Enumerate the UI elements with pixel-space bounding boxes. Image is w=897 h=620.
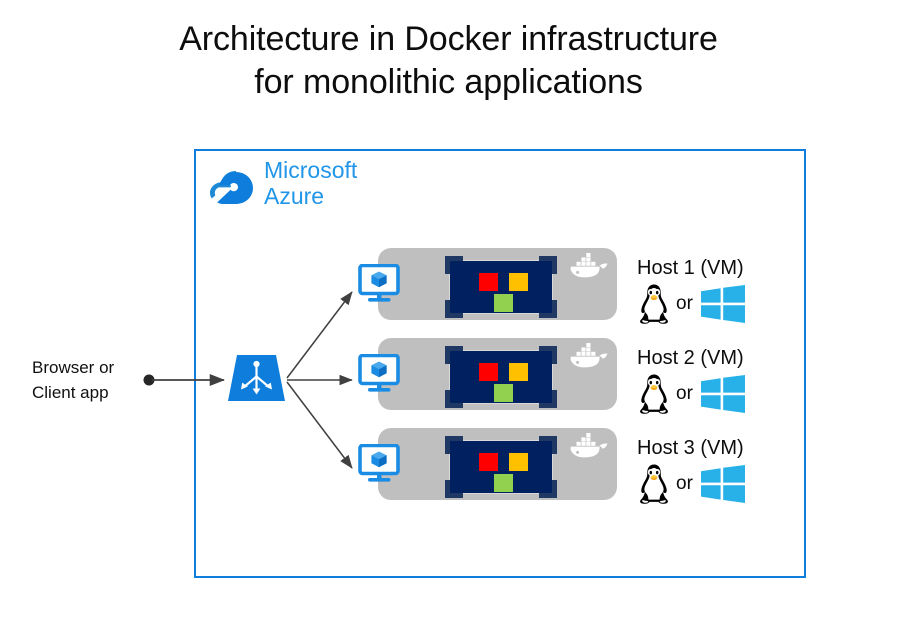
app-square-green: [494, 474, 513, 492]
linux-penguin-icon: [640, 464, 668, 504]
windows-logo-icon: [700, 465, 745, 503]
host-os-line-2: or: [637, 372, 797, 416]
azure-cloud-icon: [210, 171, 253, 204]
bracket-top-left: [445, 346, 463, 364]
docker-whale-icon: [570, 433, 608, 458]
bracket-bottom-right: [539, 300, 557, 318]
host-os-line-1: or: [637, 282, 797, 326]
app-square-red: [479, 453, 498, 471]
app-container-box-1: [445, 256, 557, 318]
azure-brand-line-1: Microsoft: [264, 157, 358, 183]
linux-penguin-icon: [640, 374, 668, 414]
app-square-red: [479, 273, 498, 291]
bracket-top-left: [445, 256, 463, 274]
or-label-3: or: [676, 473, 693, 494]
host-name-2: Host 2 (VM): [637, 347, 744, 369]
app-square-amber: [509, 363, 528, 381]
host-info-1: Host 1 (VM) or: [637, 256, 797, 326]
host-name-3: Host 3 (VM): [637, 437, 744, 459]
azure-brand-text: Microsoft Azure: [264, 157, 357, 209]
app-container-box-2: [445, 346, 557, 408]
bracket-bottom-right: [539, 390, 557, 408]
app-container-inner-1: [449, 260, 553, 314]
bracket-bottom-left: [445, 300, 463, 318]
app-square-amber: [509, 273, 528, 291]
vm-monitor-cube-icon[interactable]: [358, 354, 400, 394]
vm-monitor-cube-icon[interactable]: [358, 444, 400, 484]
bracket-bottom-left: [445, 390, 463, 408]
app-square-green: [494, 294, 513, 312]
host-info-2: Host 2 (VM) or: [637, 346, 797, 416]
or-label-1: or: [676, 293, 693, 314]
bracket-top-right: [539, 436, 557, 454]
docker-whale-icon: [570, 253, 608, 278]
host-name-1: Host 1 (VM): [637, 257, 744, 279]
linux-penguin-icon: [640, 284, 668, 324]
host-info-3: Host 3 (VM) or: [637, 436, 797, 506]
client-label: Browser or Client app: [32, 355, 172, 405]
app-square-red: [479, 363, 498, 381]
windows-logo-icon: [700, 375, 745, 413]
bracket-bottom-left: [445, 480, 463, 498]
windows-logo-icon: [700, 285, 745, 323]
app-container-inner-2: [449, 350, 553, 404]
azure-load-balancer-icon[interactable]: [228, 355, 285, 401]
azure-brand-line-2: Azure: [264, 183, 325, 209]
client-label-line-2: Client app: [32, 383, 109, 402]
page-title: Architecture in Docker infrastructure fo…: [0, 18, 897, 104]
app-square-green: [494, 384, 513, 402]
app-square-amber: [509, 453, 528, 471]
title-line-2: for monolithic applications: [254, 63, 643, 101]
bracket-top-right: [539, 346, 557, 364]
app-container-inner-3: [449, 440, 553, 494]
bracket-top-right: [539, 256, 557, 274]
bracket-bottom-right: [539, 480, 557, 498]
docker-whale-icon: [570, 343, 608, 368]
or-label-2: or: [676, 383, 693, 404]
host-os-line-3: or: [637, 462, 797, 506]
bracket-top-left: [445, 436, 463, 454]
client-label-line-1: Browser or: [32, 358, 115, 377]
azure-brand: Microsoft Azure: [206, 157, 416, 220]
app-container-box-3: [445, 436, 557, 498]
vm-monitor-cube-icon[interactable]: [358, 264, 400, 304]
title-line-1: Architecture in Docker infrastructure: [179, 20, 718, 58]
